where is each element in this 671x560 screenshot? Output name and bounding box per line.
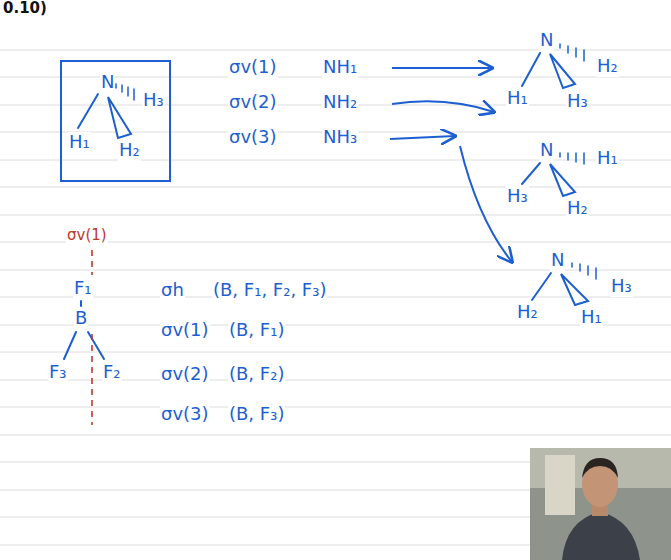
symmetry-operation: σh	[160, 280, 185, 301]
atom-label: H₃	[566, 91, 589, 112]
atom-label: F₃	[48, 362, 68, 383]
atom-label: H₃	[610, 276, 633, 297]
atom-label: H₁	[580, 307, 603, 328]
page-number: 0.10)	[2, 0, 48, 17]
symmetry-operation: σv(3)	[228, 127, 278, 148]
atom-label: H₂	[118, 140, 141, 161]
atom-label: N	[550, 250, 565, 271]
symmetry-operation: σv(1)	[160, 320, 210, 341]
atom-label: N	[100, 72, 115, 93]
molecule-bonds	[64, 44, 596, 359]
mapping-arrows	[390, 68, 512, 262]
atom-set: (B, F₁, F₂, F₃)	[212, 280, 327, 301]
atom-label: B	[74, 308, 88, 329]
symmetry-operation: σv(2)	[228, 92, 278, 113]
atom-set: (B, F₃)	[228, 404, 285, 425]
atom-label: H₁	[596, 148, 619, 169]
atom-label: H₂	[516, 302, 539, 323]
bond-label: NH₁	[322, 57, 358, 78]
atom-label: H₁	[506, 88, 529, 109]
mirror-plane-label: σv(1)	[66, 227, 108, 244]
bond-label: NH₃	[322, 127, 358, 148]
symmetry-operation: σv(3)	[160, 404, 210, 425]
webcam-inset	[530, 448, 671, 560]
symmetry-operation: σv(1)	[228, 57, 278, 78]
atom-set: (B, F₂)	[228, 364, 285, 385]
atom-label: H₃	[506, 186, 529, 207]
atom-label: N	[539, 30, 554, 51]
bond-label: NH₂	[322, 92, 358, 113]
atom-label: N	[539, 140, 554, 161]
atom-label: F₁	[73, 278, 93, 299]
symmetry-operation: σv(2)	[160, 364, 210, 385]
ruled-lines	[0, 50, 671, 545]
atom-label: H₃	[142, 90, 165, 111]
atom-label: H₁	[68, 132, 91, 153]
atom-set: (B, F₁)	[228, 320, 285, 341]
atom-label: H₂	[596, 56, 619, 77]
atom-label: H₂	[566, 198, 589, 219]
atom-label: F₂	[102, 362, 122, 383]
mirror-plane-line	[91, 250, 93, 425]
molecule-box: N H₃ H₁ H₂	[60, 60, 171, 182]
